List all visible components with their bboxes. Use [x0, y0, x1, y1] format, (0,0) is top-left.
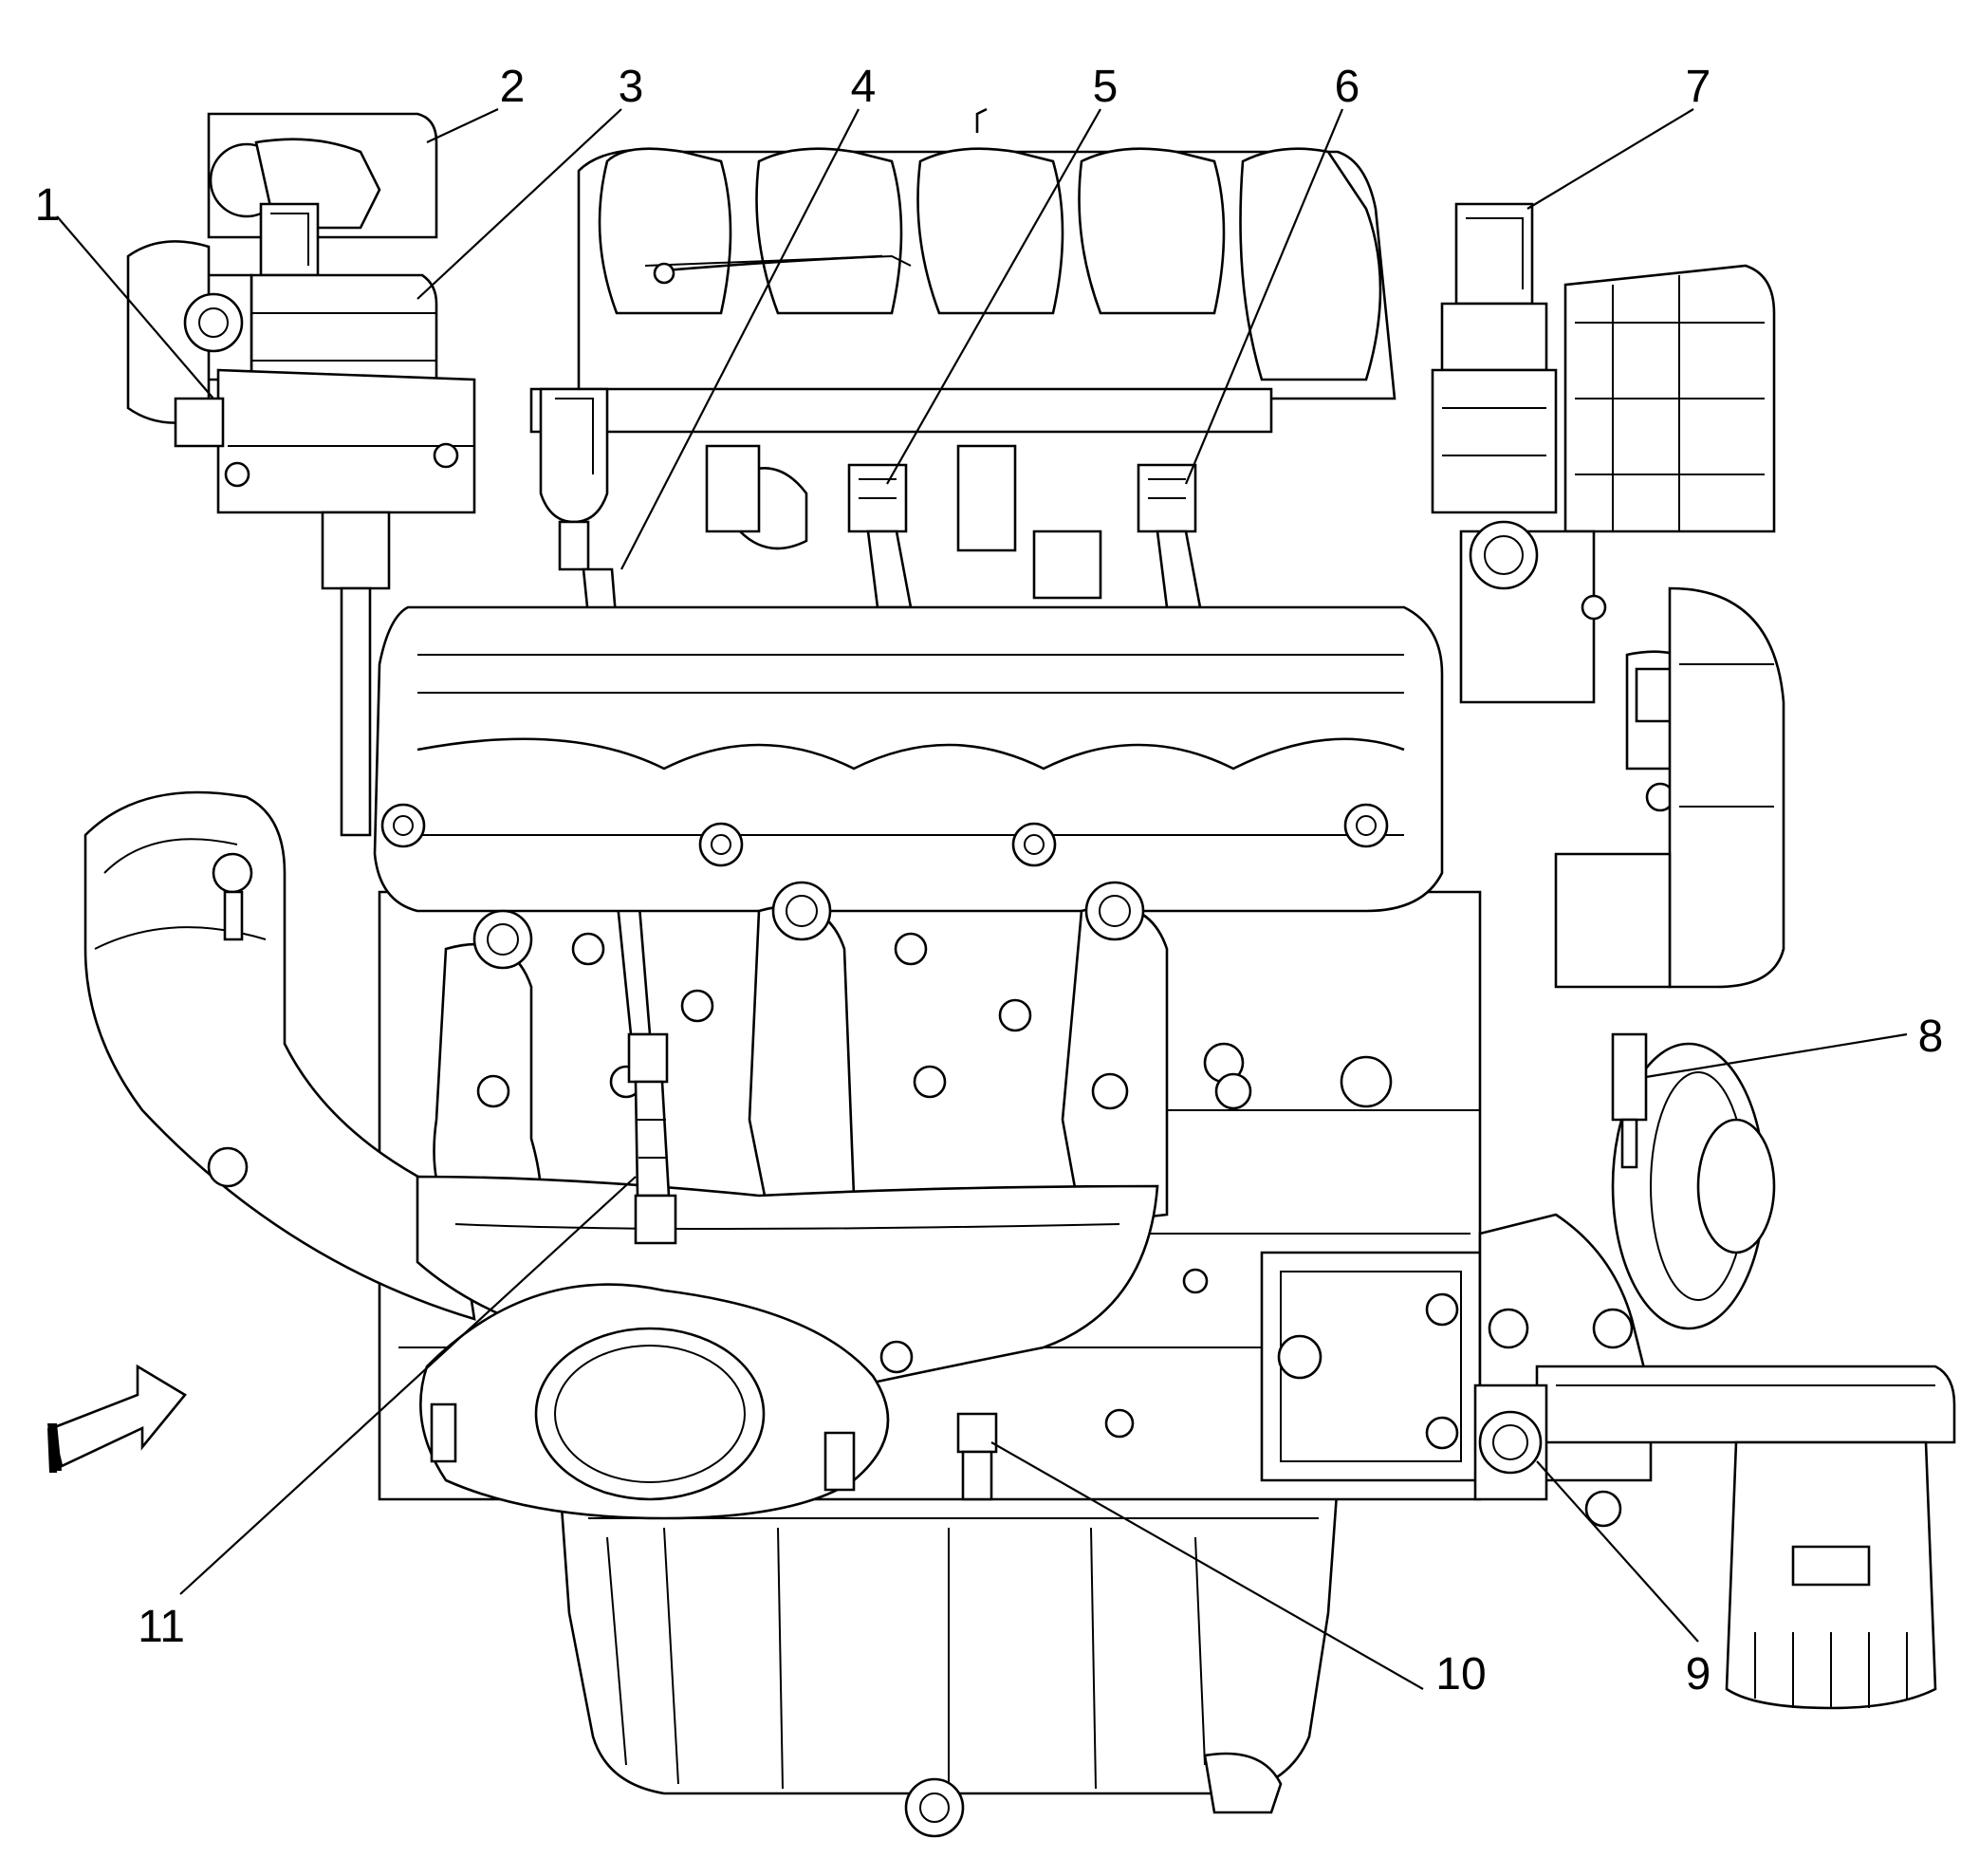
callout-5: 5 — [1093, 62, 1119, 112]
callout-2: 2 — [500, 62, 526, 112]
leader-3 — [416, 108, 622, 300]
sensor-7 — [1431, 202, 1558, 514]
accessory-drive — [1459, 264, 1785, 1330]
leader-1 — [56, 215, 214, 399]
callout-7: 7 — [1686, 62, 1711, 112]
leader-9 — [1536, 1460, 1699, 1643]
front-arrow-icon — [47, 1364, 187, 1473]
leader-7 — [1526, 108, 1694, 210]
valve-cover — [373, 605, 1444, 913]
leader-11 — [179, 1176, 637, 1595]
callout-11: 11 — [138, 1602, 185, 1652]
callout-8: 8 — [1918, 1012, 1944, 1062]
leader-10 — [990, 1441, 1424, 1690]
oil-pan — [558, 1478, 1340, 1838]
oil-filter — [1473, 1213, 1956, 1710]
leader-8 — [1645, 1032, 1908, 1079]
leader-2 — [426, 108, 499, 143]
exhaust-manifold — [83, 790, 1393, 1520]
oxygen-sensor-11 — [627, 1032, 677, 1245]
callout-9: 9 — [1686, 1649, 1711, 1700]
leader-6 — [1184, 108, 1344, 485]
callout-1: 1 — [35, 180, 61, 231]
fuel-injectors — [705, 444, 1202, 609]
leader-4 — [620, 108, 860, 570]
sensor-10 — [956, 1412, 998, 1501]
intake-manifold — [529, 107, 1396, 434]
egr-valve — [126, 112, 476, 837]
callout-4: 4 — [851, 62, 877, 112]
leader-5 — [886, 108, 1101, 485]
leader-lines — [56, 108, 1908, 1690]
callout-3: 3 — [619, 62, 644, 112]
callout-6: 6 — [1335, 62, 1360, 112]
callout-labels: 1 2 3 4 5 6 7 8 9 10 11 — [35, 62, 1944, 1700]
callout-10: 10 — [1435, 1649, 1486, 1700]
